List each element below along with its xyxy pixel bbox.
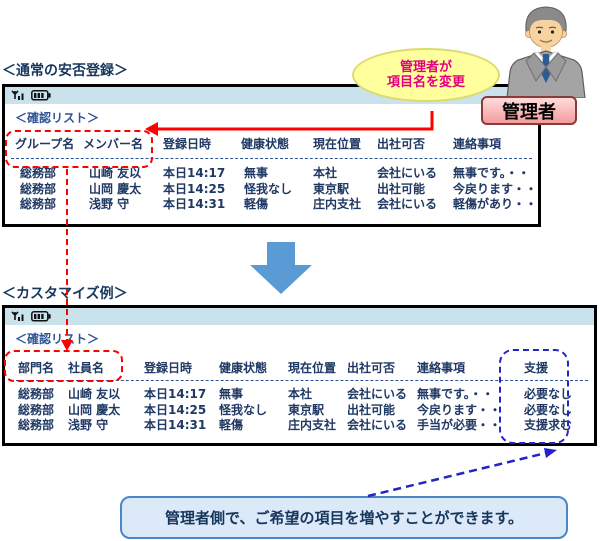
phone-screen-normal: ＜確認リスト＞ グループ名 メンバー名 登録日時 健康状態 現在位置 出社可否 … bbox=[2, 84, 541, 227]
cell: 総務部 bbox=[20, 197, 57, 211]
column-header: 出社可否 bbox=[347, 361, 396, 375]
column-header: 登録日時 bbox=[163, 137, 212, 151]
cell: 山岡 慶太 bbox=[89, 181, 142, 196]
header-separator bbox=[11, 380, 588, 381]
table-row: 総務部 山崎 友以 本日14:17 無事 本社 会社にいる 無事です。・・ bbox=[5, 166, 536, 182]
cell: 山崎 友以 bbox=[68, 387, 121, 401]
column-header: 登録日時 bbox=[144, 361, 193, 375]
blue-dashed-line bbox=[367, 451, 547, 498]
cell: 本日14:25 bbox=[163, 181, 226, 196]
cell: 本日14:17 bbox=[144, 387, 207, 401]
table-row: 総務部 山岡 慶太 本日14:25 怪我なし 東京駅 出社可能 今戻ります・・ … bbox=[5, 403, 592, 419]
table-header-row: 部門名 社員名 登録日時 健康状態 現在位置 出社可否 連絡事項 支援 bbox=[5, 361, 592, 377]
blue-dashed-arrow-head bbox=[544, 448, 557, 458]
column-header: 健康状態 bbox=[241, 137, 290, 151]
battery-icon bbox=[31, 311, 51, 322]
cell: 無事 bbox=[219, 387, 244, 401]
big-down-arrow-icon bbox=[250, 242, 312, 294]
signal-icon bbox=[11, 310, 24, 321]
cell: 総務部 bbox=[18, 387, 55, 401]
cell: 会社にいる bbox=[377, 197, 438, 211]
cell: 庄内支社 bbox=[313, 197, 362, 211]
callout-bubble: 管理者が 項目名を変更 bbox=[352, 48, 500, 102]
cell: 無事です。・・ bbox=[453, 166, 530, 180]
battery-icon bbox=[31, 90, 51, 101]
screen-title: ＜確認リスト＞ bbox=[15, 332, 100, 346]
table-row: 総務部 山岡 慶太 本日14:25 怪我なし 東京駅 出社可能 今戻ります・・ bbox=[5, 181, 538, 198]
table-row: 総務部 浅野 守 本日14:31 軽傷 庄内支社 会社にいる 軽傷があり・・ bbox=[5, 197, 538, 213]
cell: 本日14:17 bbox=[163, 166, 226, 180]
cell: 総務部 bbox=[20, 181, 57, 196]
cell: 必要なし bbox=[524, 402, 573, 417]
cell: 会社にいる bbox=[377, 166, 438, 180]
section-title-normal: ＜通常の安否登録＞ bbox=[2, 63, 128, 79]
column-header: 連絡事項 bbox=[453, 137, 502, 151]
cell: 浅野 守 bbox=[89, 197, 130, 211]
table-header-row: グループ名 メンバー名 登録日時 健康状態 現在位置 出社可否 連絡事項 bbox=[5, 137, 536, 153]
column-header: 健康状態 bbox=[219, 361, 268, 375]
status-bar bbox=[5, 308, 594, 325]
column-header: 連絡事項 bbox=[417, 361, 466, 375]
cell: 総務部 bbox=[18, 418, 55, 432]
cell: 軽傷 bbox=[219, 418, 244, 432]
cell: 出社可能 bbox=[347, 402, 396, 417]
cell: 会社にいる bbox=[347, 387, 408, 401]
column-header: 現在位置 bbox=[313, 137, 362, 151]
table-row: 総務部 山崎 友以 本日14:17 無事 本社 会社にいる 無事です。・・ 必要… bbox=[5, 387, 592, 403]
screen-title: ＜確認リスト＞ bbox=[15, 111, 100, 125]
column-header: グループ名 bbox=[15, 137, 75, 151]
cell: 総務部 bbox=[20, 166, 57, 180]
cell: 本日14:31 bbox=[144, 418, 207, 432]
column-header: 支援 bbox=[524, 361, 549, 375]
column-header: 出社可否 bbox=[377, 137, 426, 151]
callout-text-line2: 項目名を変更 bbox=[386, 75, 465, 90]
cell: 出社可能 bbox=[377, 181, 426, 196]
column-header: 社員名 bbox=[68, 361, 105, 375]
callout-text-line1: 管理者が bbox=[399, 60, 452, 75]
cell: 本社 bbox=[288, 387, 313, 401]
cell: 無事です。・・ bbox=[417, 387, 494, 401]
bottom-note-text: 管理者側で、ご希望の項目を増やすことができます。 bbox=[165, 509, 523, 527]
cell: 手当が必要・・ bbox=[417, 418, 502, 432]
cell: 会社にいる bbox=[347, 418, 408, 432]
column-header: 現在位置 bbox=[288, 361, 337, 375]
signal-icon bbox=[11, 89, 24, 100]
administrator-label: 管理者 bbox=[481, 96, 577, 125]
cell: 東京駅 bbox=[288, 402, 325, 417]
column-header: メンバー名 bbox=[83, 137, 144, 151]
cell: 必要なし bbox=[524, 387, 573, 401]
cell: 怪我なし bbox=[244, 181, 293, 196]
cell: 支援求む bbox=[524, 418, 573, 432]
cell: 今戻ります・・ bbox=[453, 181, 538, 196]
cell: 本日14:25 bbox=[144, 402, 207, 417]
cell: 軽傷があり・・ bbox=[453, 197, 538, 211]
cell: 無事 bbox=[244, 166, 269, 180]
cell: 庄内支社 bbox=[288, 418, 337, 432]
cell: 浅野 守 bbox=[68, 418, 109, 432]
cell: 怪我なし bbox=[219, 402, 268, 417]
bottom-note-banner: 管理者側で、ご希望の項目を増やすことができます。 bbox=[120, 496, 568, 539]
administrator-figure bbox=[506, 6, 586, 98]
cell: 山崎 友以 bbox=[89, 166, 142, 180]
cell: 今戻ります・・ bbox=[417, 402, 502, 417]
header-separator bbox=[11, 158, 532, 159]
cell: 東京駅 bbox=[313, 181, 350, 196]
cell: 山岡 慶太 bbox=[68, 402, 121, 417]
cell: 本日14:31 bbox=[163, 197, 226, 211]
phone-screen-custom: ＜確認リスト＞ 部門名 社員名 登録日時 健康状態 現在位置 出社可否 連絡事項… bbox=[2, 305, 597, 446]
cell: 本社 bbox=[313, 166, 338, 180]
cell: 軽傷 bbox=[244, 197, 269, 211]
section-title-custom: ＜カスタマイズ例＞ bbox=[2, 286, 128, 302]
cell: 総務部 bbox=[18, 402, 55, 417]
table-row: 総務部 浅野 守 本日14:31 軽傷 庄内支社 会社にいる 手当が必要・・ 支… bbox=[5, 418, 592, 434]
column-header: 部門名 bbox=[18, 361, 55, 375]
